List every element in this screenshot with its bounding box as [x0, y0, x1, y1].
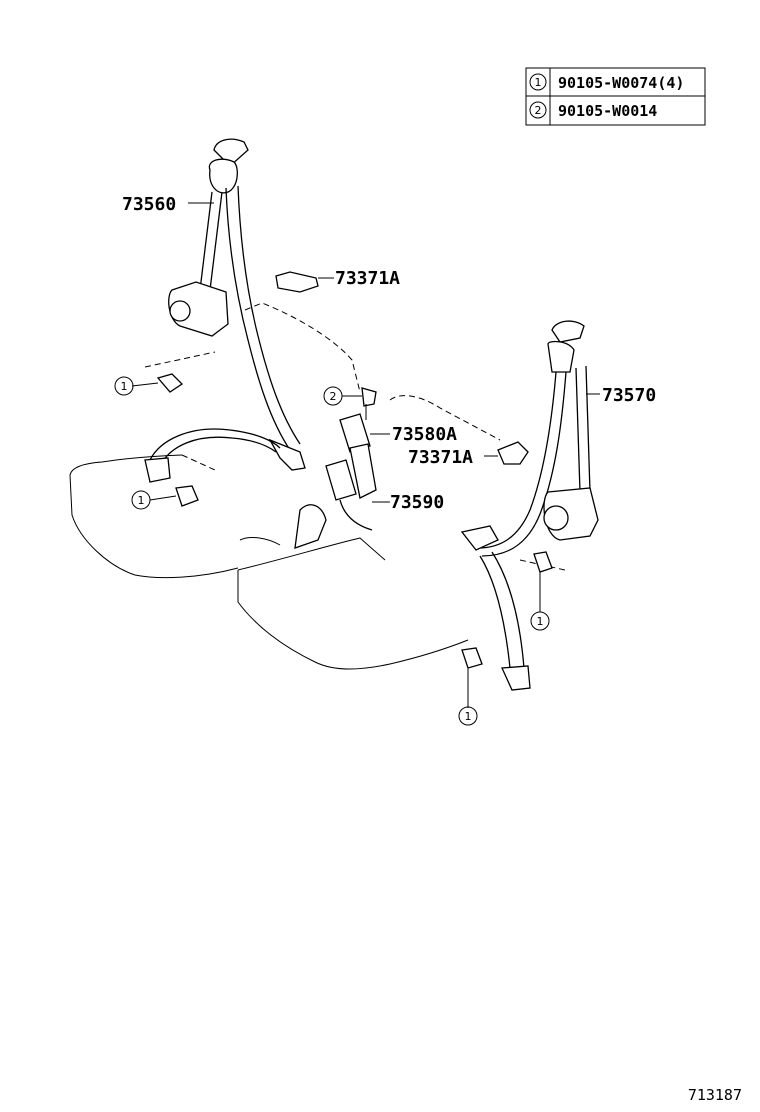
svg-text:1: 1	[138, 494, 145, 507]
table-key-circle-1	[529, 73, 547, 91]
left-retractor	[168, 281, 229, 337]
center-bolt	[361, 387, 377, 407]
right-belt-assembly	[460, 320, 599, 691]
callout-left-bottom: 1	[131, 490, 151, 510]
table-part-number-2: 90105-W0014	[558, 102, 657, 120]
table-key-1: 1	[535, 76, 542, 89]
left-anchor-plate	[213, 138, 249, 167]
left-bolts	[131, 373, 199, 507]
lower-belt-guide	[497, 441, 529, 465]
left-belt-assembly	[144, 138, 306, 483]
right-bolts	[461, 551, 553, 708]
leader-lines	[188, 202, 600, 503]
callout-center: 2	[323, 386, 343, 406]
label-guide-lower: 73371A	[408, 447, 473, 468]
label-guide-upper: 73371A	[335, 268, 400, 289]
left-seat-outline	[69, 302, 361, 579]
label-buckle-upper: 73580A	[392, 424, 457, 445]
label-belt-right: 73570	[602, 385, 656, 406]
table-key-circle-2	[529, 101, 547, 119]
label-buckle-lower: 73590	[390, 492, 444, 513]
right-lower-anchor	[501, 665, 531, 691]
left-lower-anchor	[144, 457, 171, 483]
left-upper-anchor	[208, 158, 239, 194]
diagram-reference-number: 713187	[688, 1086, 742, 1104]
upper-belt-guide	[275, 271, 334, 293]
svg-text:1: 1	[121, 380, 128, 393]
right-anchor-plate	[551, 320, 585, 343]
callout-left-top: 1	[114, 376, 134, 396]
buckle-73580a	[339, 413, 371, 453]
table-key-2: 2	[535, 104, 542, 117]
label-belt-left: 73560	[122, 194, 176, 215]
fastener-table: 1 90105-W0074(4) 2 90105-W0014	[525, 67, 706, 126]
right-upper-anchor	[547, 340, 575, 373]
callout-right-upper: 1	[530, 611, 550, 631]
center-buckle-assembly	[239, 387, 377, 549]
right-tongue-plate	[460, 525, 499, 551]
right-retractor-spool	[543, 505, 569, 531]
svg-text:2: 2	[330, 390, 337, 403]
left-retractor-spool	[169, 300, 191, 322]
svg-text:1: 1	[465, 710, 472, 723]
svg-text:1: 1	[537, 615, 544, 628]
table-part-number-1: 90105-W0074(4)	[558, 74, 684, 92]
buckle-73590	[325, 459, 357, 501]
callout-right-lower: 1	[458, 706, 478, 726]
